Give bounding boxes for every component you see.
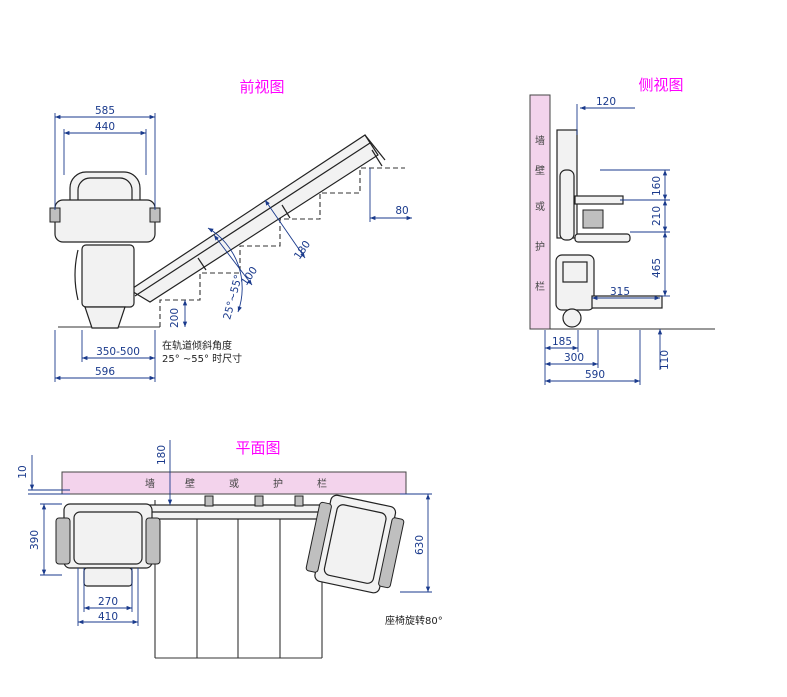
side-dim-185: 185 [552,336,572,348]
front-dim-585: 585 [95,105,115,117]
side-dim-120: 120 [596,96,616,108]
front-dim-440: 440 [95,121,115,133]
plan-dim-180: 180 [156,445,168,465]
side-dim-590: 590 [585,369,605,381]
plan-dim-410: 410 [98,611,118,623]
plan-wall-char-3: 护 [273,477,283,490]
side-wall-char-2: 或 [535,201,545,213]
plan-wall [61,471,407,495]
plan-chair-right [305,494,405,594]
front-chair [49,171,161,329]
plan-rotate-note: 座椅旋转80° [385,614,443,627]
plan-stairs [154,500,323,659]
plan-view-title: 平面图 [235,439,280,457]
side-dim-315: 315 [610,286,630,298]
front-note-line1: 在轨道倾斜角度 [162,339,232,352]
plan-wall-char-4: 栏 [317,477,327,490]
side-dim-160: 160 [651,176,663,196]
front-rail [128,134,386,303]
side-wall [529,94,551,330]
front-dim-80: 80 [395,205,408,217]
plan-view: 平面图 墙 壁 或 护 栏 [17,439,443,659]
side-wall-char-0: 墙 [535,134,545,147]
side-wall-char-1: 壁 [535,164,545,177]
side-wall-char-4: 栏 [535,280,545,293]
front-dim-180: 180 [292,239,313,262]
side-dim-110: 110 [659,350,671,370]
side-dim-210: 210 [651,206,663,226]
plan-wall-char-1: 壁 [185,477,195,490]
side-view-title: 侧视图 [638,76,683,94]
plan-wall-char-0: 墙 [145,477,155,490]
plan-wall-char-2: 或 [229,478,239,490]
front-view-title: 前视图 [239,78,284,96]
side-wall-char-3: 护 [535,240,545,253]
side-dim-300: 300 [564,352,584,364]
front-dim-350-500: 350-500 [96,346,140,358]
side-chair [555,129,663,328]
plan-dim-10: 10 [17,465,29,478]
plan-dim-270: 270 [98,596,118,608]
front-view: 前视图 585 [49,78,412,382]
side-dim-465: 465 [651,258,663,278]
side-view: 侧视图 墙 壁 或 护 栏 120 [529,76,715,385]
front-note-line2: 25° ~55° 时尺寸 [162,352,242,365]
front-dim-200: 200 [169,308,181,328]
plan-dim-630: 630 [414,535,426,555]
plan-dim-390: 390 [29,530,41,550]
front-dim-596: 596 [95,366,115,378]
plan-chair-left [55,503,161,587]
